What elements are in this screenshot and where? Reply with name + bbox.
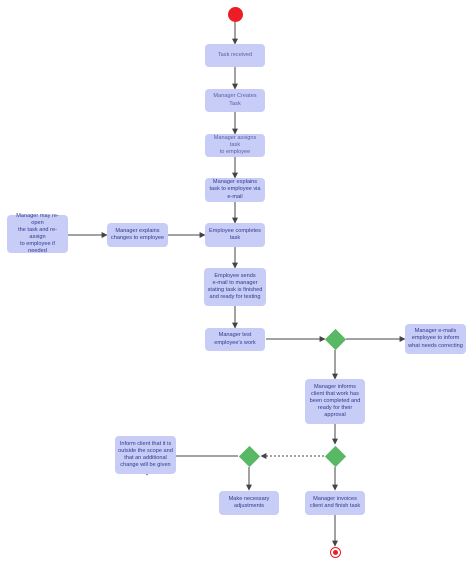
node-manager-emails: Manager e-mails employee to inform what … bbox=[405, 324, 466, 354]
start-node bbox=[228, 7, 243, 22]
node-manager-informs-client: Manager informs client that work has bee… bbox=[305, 379, 365, 424]
node-manager-assigns-task: Manager assigns task to employee bbox=[205, 134, 265, 157]
node-manager-creates-task: Manager Creates Task bbox=[205, 89, 265, 112]
node-employee-sends-email: Employee sends e-mail to manager stating… bbox=[204, 268, 266, 306]
node-employee-completes: Employee completes task bbox=[205, 223, 265, 247]
end-node-core bbox=[333, 550, 338, 555]
node-inform-client-scope: Inform client that it is outside the sco… bbox=[115, 436, 176, 474]
node-make-adjustments: Make necessary adjustments bbox=[219, 491, 279, 515]
node-task-received: Task received bbox=[205, 44, 265, 67]
node-manager-explains-email: Manager explains task to employee via e-… bbox=[205, 178, 265, 202]
node-manager-reopen: Manager may re-open the task and re-assi… bbox=[7, 213, 68, 254]
end-node bbox=[330, 547, 341, 558]
node-manager-invoices: Manager invoices client and finish task bbox=[305, 491, 365, 515]
node-manager-test: Manager test employee's work bbox=[205, 328, 265, 351]
node-manager-explains-changes: Manager explains changes to employee bbox=[107, 223, 168, 247]
